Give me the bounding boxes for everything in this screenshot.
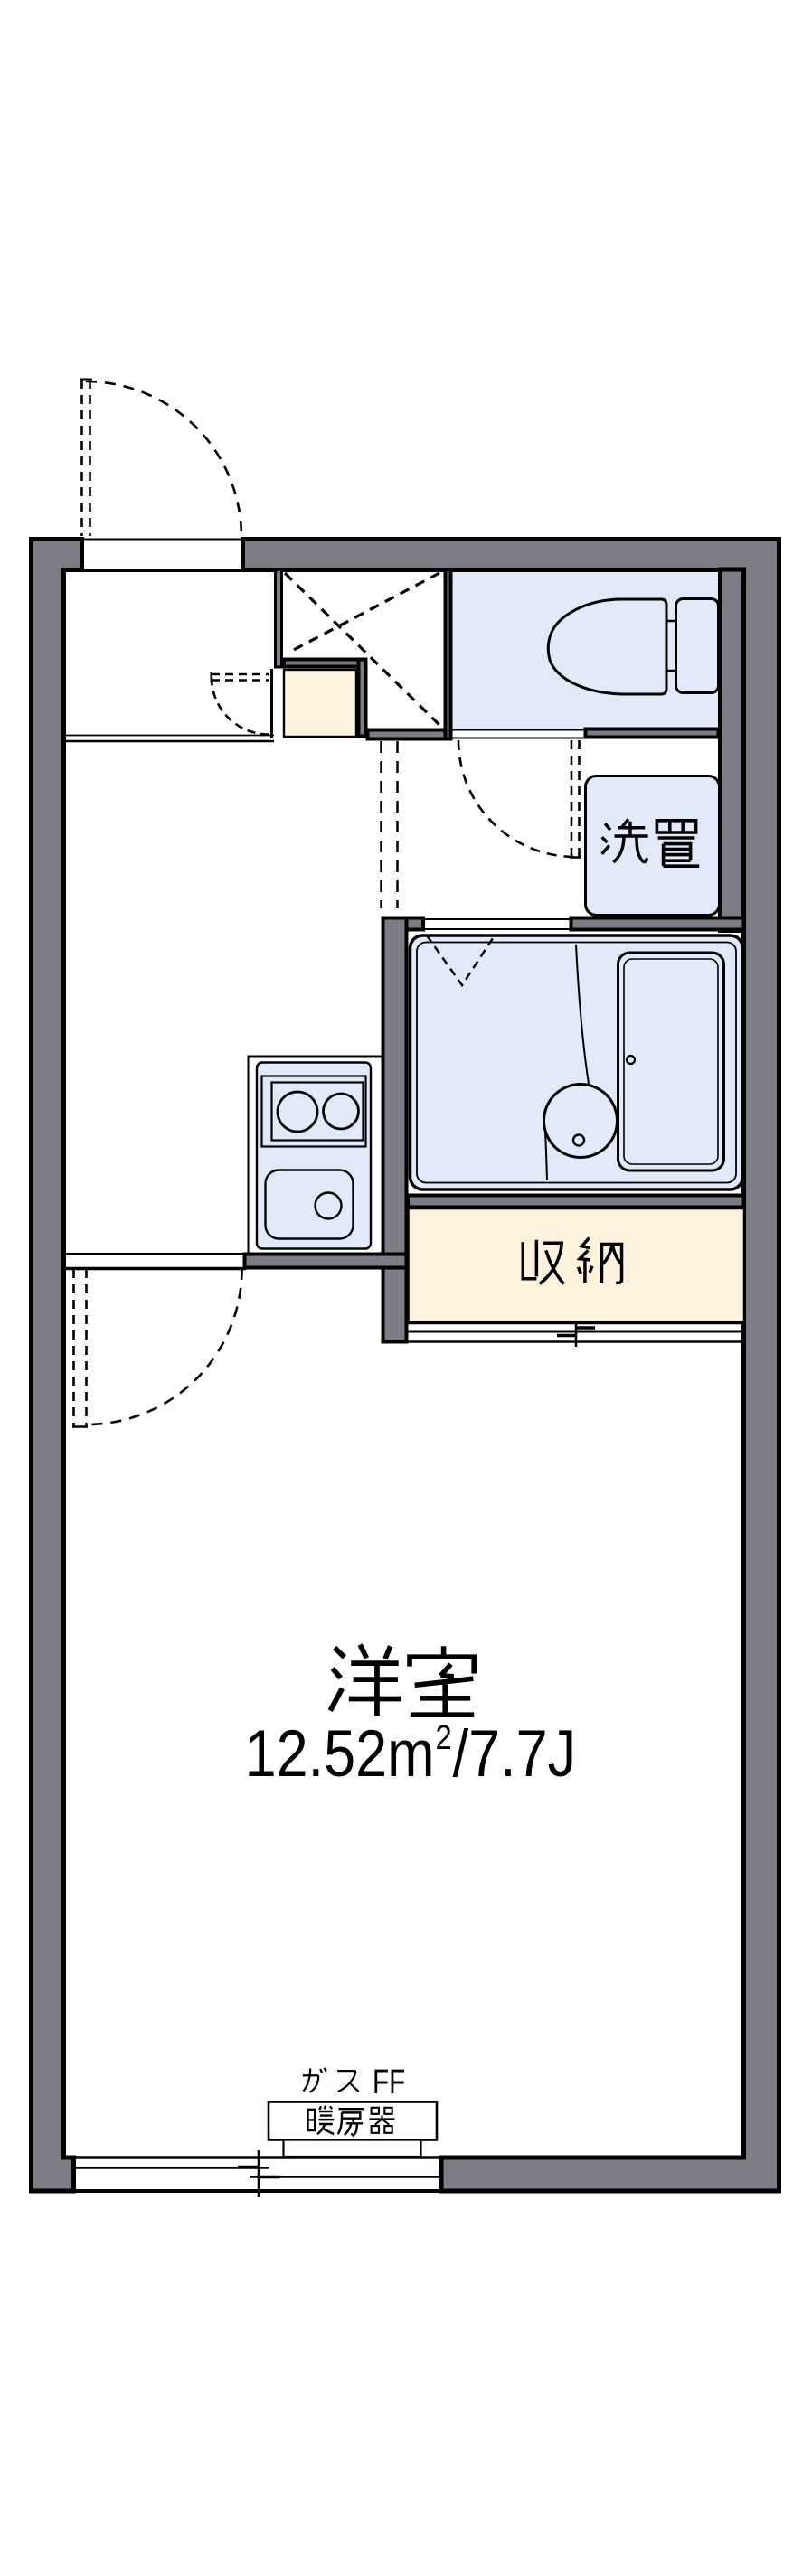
svg-text:12.52m: 12.52m: [245, 1717, 435, 1791]
svg-text:/7.7J: /7.7J: [453, 1717, 576, 1791]
svg-text:FF: FF: [373, 2064, 405, 2101]
svg-text:2: 2: [435, 1718, 451, 1757]
